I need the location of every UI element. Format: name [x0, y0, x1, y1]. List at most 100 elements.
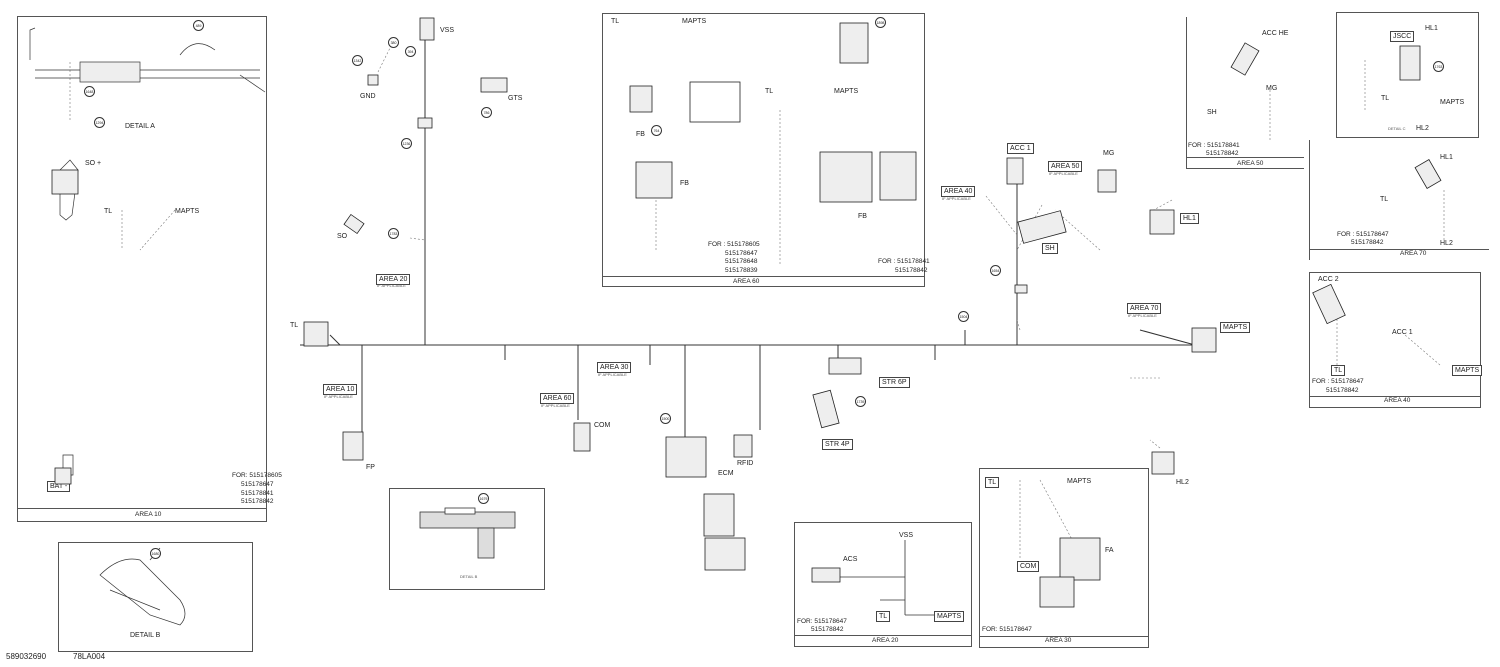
area-tag-30: AREA 30 [597, 362, 632, 373]
area-70-detail-box [1336, 12, 1479, 138]
area60-tl2-label: TL [765, 88, 774, 95]
area-tag-10: AREA 10 [323, 384, 358, 395]
gnd-terminal-icon [367, 74, 379, 86]
area40-title: AREA 40 [1384, 397, 1411, 404]
area70-detail-label: DETAIL C [1388, 126, 1406, 131]
fb-detail-icon [635, 161, 673, 199]
acc2-connector-icon [1312, 283, 1346, 325]
acc1-connector-icon [1006, 157, 1024, 185]
area-70-left-line [1309, 140, 1310, 260]
ref-callout: 1783 [388, 228, 399, 239]
main-so-label: SO [337, 233, 348, 240]
mapts-sensor-icon [839, 22, 869, 64]
area-tag-70-note: IF APPLICABLE [1128, 313, 1157, 318]
area-tag-10-note: IF APPLICABLE [324, 394, 353, 399]
area-tag-60-note: IF APPLICABLE [541, 403, 570, 408]
area-50-box [1186, 17, 1304, 169]
com-area30-icon [1039, 576, 1075, 608]
area40-for-label: FOR : 515178647 [1312, 378, 1364, 385]
area60-fb3-label: FB [858, 213, 867, 220]
area-10-divider [17, 508, 267, 509]
ref-callout: 489 [193, 20, 204, 31]
area-40-box [1309, 272, 1481, 408]
area20-acs-label: ACS [843, 556, 858, 563]
area10-so-plus-label: SO + [85, 160, 102, 167]
area70-hl2b-label: HL2 [1440, 240, 1453, 247]
area60-mapts2-label: MAPTS [834, 88, 859, 95]
area70-mapts-label: MAPTS [1440, 99, 1465, 106]
area-70-divider [1309, 249, 1489, 250]
area30-for-label: FOR: 515178647 [982, 626, 1032, 633]
area-30-divider [979, 636, 1149, 637]
main-str6p-label: STR 6P [879, 377, 910, 388]
area30-mapts-label: MAPTS [1067, 478, 1092, 485]
area40-part-1: 515178842 [1326, 387, 1359, 394]
main-com-label: COM [594, 422, 611, 429]
main-str4p-label: STR 4P [822, 439, 853, 450]
ref-callout: 1739 [855, 396, 866, 407]
main-acc1-label: ACC 1 [1007, 143, 1034, 154]
area30-fa-label: FA [1105, 547, 1114, 554]
area-20-box [794, 522, 972, 647]
ref-callout: 1236 [401, 138, 412, 149]
area70-hl1b-label: HL1 [1440, 154, 1453, 161]
ref-callout: 1679 [478, 493, 489, 504]
str4p-connector-icon [812, 389, 840, 429]
area20-vss-label: VSS [899, 532, 914, 539]
area-tag-50-note: IF APPLICABLE [1049, 171, 1078, 176]
area20-for-label: FOR: 515178647 [797, 618, 847, 625]
ref-callout: 1342 [352, 55, 363, 66]
ref-callout: 1654 [990, 265, 1001, 276]
detail-b-box [58, 542, 253, 652]
tl-connector-icon [303, 321, 329, 347]
area10-tl-label: TL [104, 208, 113, 215]
area-tag-30-note: IF APPLICABLE [598, 372, 627, 377]
fp-connector-icon [342, 431, 364, 461]
area70-title: AREA 70 [1400, 250, 1427, 257]
area-50-divider [1186, 157, 1304, 158]
hl1-connector-icon [1149, 209, 1175, 235]
ref-callout: 1763 [1433, 61, 1444, 72]
main-hl1-label: HL1 [1180, 213, 1199, 224]
ecm-block-icon [703, 493, 735, 537]
area40-tl-label: TL [1331, 365, 1346, 376]
area60-title: AREA 60 [733, 278, 760, 285]
ref-callout: 1680 [150, 548, 161, 559]
ecm-block-icon-2 [704, 537, 746, 571]
ref-callout: 1294 [94, 117, 105, 128]
main-ecm-label: ECM [718, 470, 734, 477]
area20-title: AREA 20 [872, 637, 899, 644]
main-gnd-label: GND [360, 93, 376, 100]
mapts-connector-icon [1191, 327, 1217, 353]
area-40-divider [1309, 396, 1481, 397]
area10-part-2: 515178841 [241, 490, 274, 497]
main-hl2-label: HL2 [1176, 479, 1189, 486]
area60-part-left-1: 515178647 [725, 250, 758, 257]
area10-part-1: 515178647 [241, 481, 274, 488]
area20-tl-label: TL [876, 611, 891, 622]
rfid-connector-icon [733, 434, 753, 458]
detail-b-title: DETAIL B [130, 632, 161, 639]
area70-tl-label: TL [1381, 95, 1390, 102]
area40-acc1-label: ACC 1 [1392, 329, 1413, 336]
main-vss-label: VSS [440, 27, 455, 34]
area70-part-1: 515178842 [1351, 239, 1384, 246]
detail-c-box [389, 488, 545, 590]
area30-tl-label: TL [985, 477, 1000, 488]
area70-tl2-label: TL [1380, 196, 1389, 203]
ref-callout: 380 [388, 37, 399, 48]
area60-part-right-1: 515178842 [895, 267, 928, 274]
main-fp-label: FP [366, 464, 375, 471]
area10-for-label: FOR: 515178605 [232, 472, 282, 479]
fb-module-icon [819, 151, 873, 203]
main-gts-label: GTS [508, 95, 523, 102]
area50-mg-label: MG [1266, 85, 1278, 92]
fb-module-icon-2 [879, 151, 917, 201]
area-tag-40-note: IF APPLICABLE [942, 196, 971, 201]
main-mg-label: MG [1103, 150, 1115, 157]
detail-c-title: DETAIL B [460, 574, 478, 579]
area60-mapts-label: MAPTS [682, 18, 707, 25]
area-10-box [17, 16, 267, 522]
main-rfid-label: RFID [737, 460, 754, 467]
